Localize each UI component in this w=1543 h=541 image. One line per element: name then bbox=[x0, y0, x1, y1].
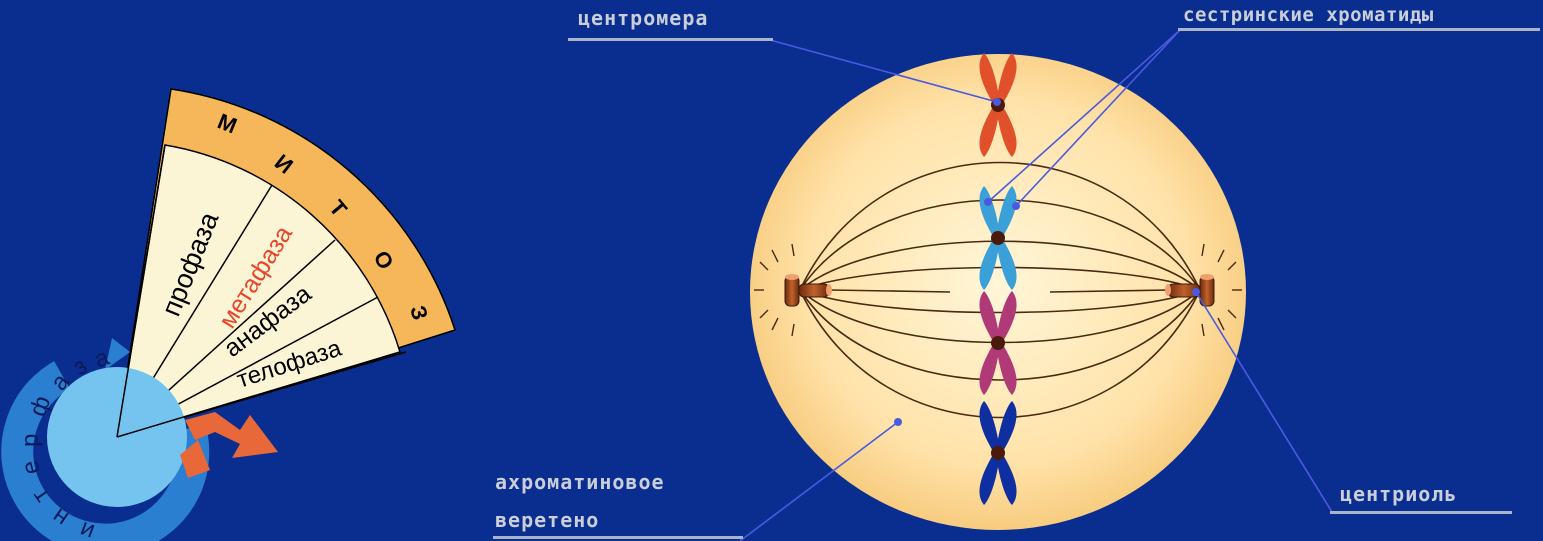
centromere bbox=[991, 336, 1005, 350]
cell bbox=[750, 53, 1246, 530]
pointer-dot bbox=[894, 418, 902, 426]
interphase-letter: р bbox=[17, 434, 44, 447]
label-sister-chromatids: сестринские хроматиды bbox=[1183, 4, 1434, 26]
label-underline bbox=[493, 536, 743, 539]
label-underline bbox=[1178, 28, 1540, 31]
label-centriole: центриоль bbox=[1340, 482, 1457, 506]
pointer-dot bbox=[1192, 288, 1200, 296]
pointer-dot bbox=[993, 98, 1001, 106]
pointer-dot bbox=[984, 198, 992, 206]
mitosis-fan: профаза метафаза анафаза телофаза М И Т … bbox=[117, 89, 455, 437]
interphase-letter: з bbox=[68, 352, 93, 380]
cycle-arrows bbox=[180, 412, 278, 478]
label-underline bbox=[1330, 511, 1512, 514]
centromere bbox=[991, 231, 1005, 245]
label-spindle-line2: веретено bbox=[495, 508, 599, 532]
label-centromere: центромера bbox=[578, 6, 708, 30]
pointer-dot bbox=[1012, 202, 1020, 210]
label-underline bbox=[568, 38, 773, 41]
centromere bbox=[991, 446, 1005, 460]
label-spindle-line1: ахроматиновое bbox=[495, 470, 665, 494]
